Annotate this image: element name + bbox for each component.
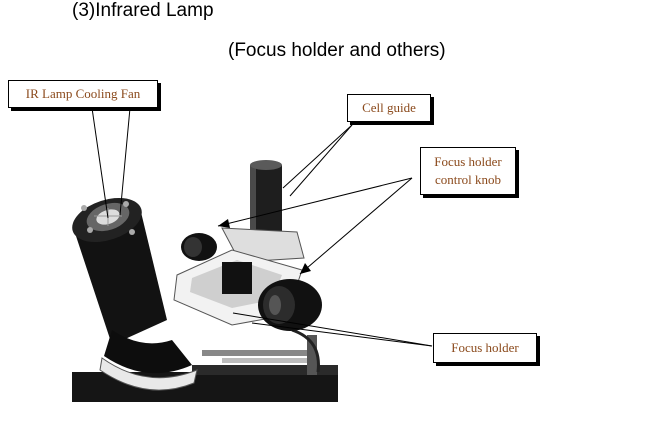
callout-focus-holder-label: Focus holder xyxy=(451,340,519,355)
callout-focus-holder-control-knob-line1: Focus holder xyxy=(434,154,502,169)
callout-ir-lamp-cooling-fan-label: IR Lamp Cooling Fan xyxy=(25,86,141,101)
infrared-lamp-photo xyxy=(72,160,338,402)
callout-cell-guide-label: Cell guide xyxy=(362,100,416,115)
subheading: (Focus holder and others) xyxy=(228,40,446,61)
callout-focus-holder-control-knob: Focus holder control knob xyxy=(420,147,516,195)
callout-ir-lamp-cooling-fan: IR Lamp Cooling Fan xyxy=(8,80,158,108)
callout-cell-guide: Cell guide xyxy=(347,94,431,122)
callout-focus-holder-control-knob-line2: control knob xyxy=(434,172,502,187)
callout-focus-holder: Focus holder xyxy=(433,333,537,363)
section-heading: (3)Infrared Lamp xyxy=(72,0,214,21)
